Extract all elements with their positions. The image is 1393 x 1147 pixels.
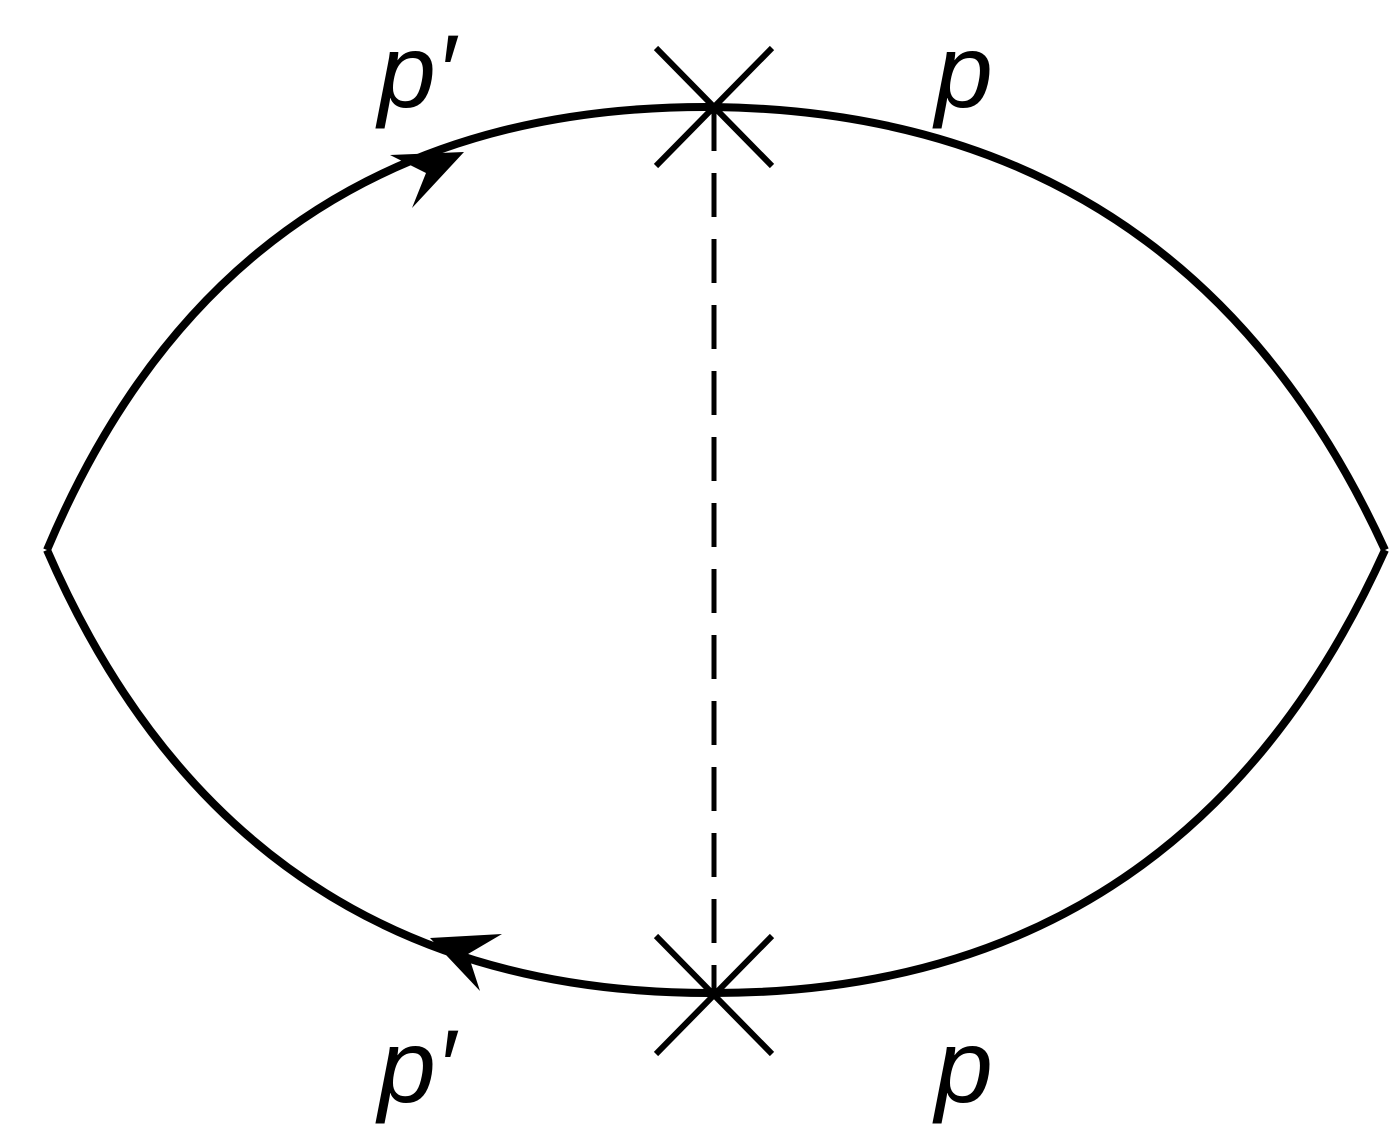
lower-arrow-icon [430, 934, 502, 991]
bottom-vertex-cross-icon [653, 933, 775, 1057]
label-top-left: p′ [375, 14, 459, 130]
label-bottom-left: p′ [375, 1009, 459, 1125]
top-vertex-cross-icon [653, 45, 775, 169]
upper-arrow-icon [390, 152, 464, 208]
label-top-right: p [932, 14, 993, 130]
label-bottom-right: p [932, 1009, 993, 1125]
